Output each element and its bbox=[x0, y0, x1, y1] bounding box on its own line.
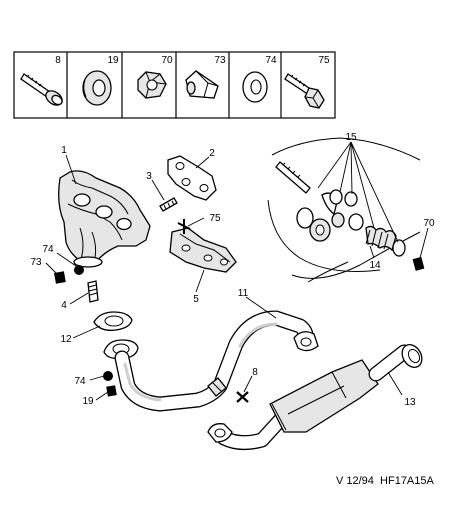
legend-cell-19: 19 bbox=[82, 55, 119, 106]
callout-73: 73 bbox=[30, 257, 42, 268]
callout-2: 2 bbox=[209, 148, 215, 159]
manifold-gasket-5 bbox=[169, 227, 237, 273]
head-stud bbox=[275, 161, 311, 194]
drawing-reference: V 12/94 HF17A15A bbox=[336, 475, 435, 487]
callout-3: 3 bbox=[146, 171, 152, 182]
cylinder-head-detail bbox=[267, 137, 425, 283]
callout-74-upper: 74 bbox=[42, 244, 54, 255]
catalytic-converter-13 bbox=[207, 344, 423, 451]
legend-cell-70: 70 bbox=[137, 55, 173, 99]
legend-cell-75: 75 bbox=[284, 55, 330, 109]
spring-washer-19-mark bbox=[106, 385, 117, 397]
leader-lines bbox=[45, 141, 429, 401]
legend-ref-70: 70 bbox=[161, 55, 173, 66]
callout-14: 14 bbox=[369, 260, 381, 271]
legend-cell-8: 8 bbox=[20, 55, 63, 106]
bolt-flanged-icon bbox=[20, 73, 63, 106]
legend-ref-74: 74 bbox=[265, 55, 277, 66]
fastener-legend: 8 19 70 bbox=[13, 51, 336, 119]
callout-11: 11 bbox=[238, 288, 249, 299]
callout-15: 15 bbox=[345, 132, 357, 143]
callout-5: 5 bbox=[193, 294, 199, 305]
callout-75: 75 bbox=[209, 213, 221, 224]
washer-set-15 bbox=[329, 189, 364, 231]
stud-3 bbox=[159, 197, 178, 212]
callout-70: 70 bbox=[423, 218, 435, 229]
exhaust-manifold-1 bbox=[58, 170, 151, 268]
callout-13: 13 bbox=[404, 397, 416, 408]
hex-nut-icon bbox=[137, 71, 167, 99]
legend-cell-74: 74 bbox=[242, 55, 277, 103]
spacer-nut-icon bbox=[185, 70, 219, 99]
bolt-mark-8 bbox=[236, 391, 249, 403]
nut-70-mark bbox=[412, 256, 425, 271]
callout-19: 19 bbox=[82, 396, 94, 407]
washer-74-mark-upper bbox=[74, 265, 84, 275]
legend-ref-75: 75 bbox=[318, 55, 330, 66]
washer-74-mark-lower bbox=[103, 371, 113, 381]
stud-4 bbox=[87, 280, 99, 303]
callout-labels: 1 2 3 75 5 74 73 4 12 74 19 11 8 13 15 1… bbox=[30, 132, 435, 408]
legend-ref-19: 19 bbox=[107, 55, 119, 66]
callout-12: 12 bbox=[60, 334, 72, 345]
callout-74-lower: 74 bbox=[74, 376, 86, 387]
front-pipe-11 bbox=[114, 310, 319, 412]
legend-ref-8: 8 bbox=[55, 55, 61, 66]
legend-cell-73: 73 bbox=[185, 55, 226, 99]
flat-washer-icon bbox=[242, 71, 268, 103]
bolt-hex-icon bbox=[284, 73, 325, 109]
callout-8: 8 bbox=[252, 367, 258, 378]
spring-washer-icon bbox=[82, 70, 112, 106]
callout-4: 4 bbox=[61, 300, 67, 311]
callout-1: 1 bbox=[61, 145, 67, 156]
flange-gasket-12 bbox=[93, 311, 133, 331]
legend-ref-73: 73 bbox=[214, 55, 226, 66]
bolt-mark-75 bbox=[177, 219, 191, 234]
heat-shield-2 bbox=[167, 155, 217, 201]
